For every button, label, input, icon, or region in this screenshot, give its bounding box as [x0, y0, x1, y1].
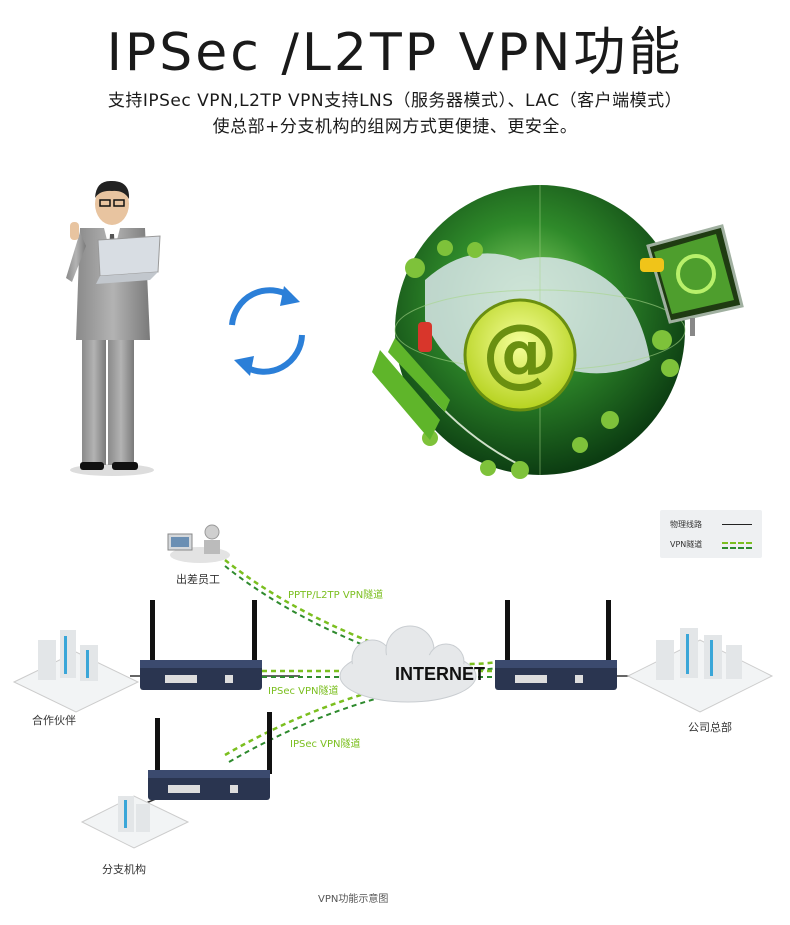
hq-buildings — [626, 628, 774, 713]
subtitle-line-2: 使总部+分支机构的组网方式更便捷、更安全。 — [212, 117, 578, 137]
headquarters-label: 公司总部 — [688, 721, 732, 734]
partner-label: 合作伙伴 — [32, 714, 76, 727]
diagram-caption: VPN功能示意图 — [318, 894, 389, 905]
monitor-icon — [646, 224, 744, 336]
legend-physical-label: 物理线路 — [670, 520, 702, 529]
legend: 物理线路 VPN隧道 — [660, 510, 762, 558]
globe-illustration: @ — [394, 185, 686, 475]
pptp-tunnel-label: PPTP/L2TP VPN隧道 — [288, 590, 384, 601]
page-title: IPSec /L2TP VPN功能 — [106, 23, 684, 83]
router-headquarters — [495, 600, 617, 690]
ipsec-branch-tunnel-label: IPSec VPN隧道 — [290, 739, 361, 750]
ipsec-partner-tunnel-label: IPSec VPN隧道 — [268, 686, 339, 697]
router-branch — [148, 712, 272, 800]
branch-buildings — [80, 795, 190, 849]
sync-arrows-icon — [229, 286, 305, 376]
subtitle-line-1: 支持IPSec VPN,L2TP VPN支持LNS（服务器模式）、LAC（客户端… — [107, 91, 683, 111]
legend-vpn-label: VPN隧道 — [670, 540, 703, 549]
internet-label: INTERNET — [395, 664, 485, 684]
legend-vpn-line-dark — [722, 547, 752, 549]
router-partner — [140, 600, 262, 690]
car-icon — [418, 258, 664, 352]
internet-cloud — [339, 625, 477, 703]
remote-worker-label: 出差员工 — [176, 573, 220, 586]
hero-illustration: @ — [66, 180, 744, 479]
branch-label: 分支机构 — [102, 863, 146, 876]
tree-decorations — [405, 240, 679, 479]
at-symbol: @ — [482, 307, 558, 396]
legend-physical-line — [722, 524, 752, 525]
businessman-figure — [66, 180, 161, 476]
partner-buildings — [12, 630, 140, 713]
legend-vpn-line — [722, 542, 752, 544]
grass-decoration — [372, 338, 450, 440]
remote-worker-icon — [167, 524, 230, 563]
